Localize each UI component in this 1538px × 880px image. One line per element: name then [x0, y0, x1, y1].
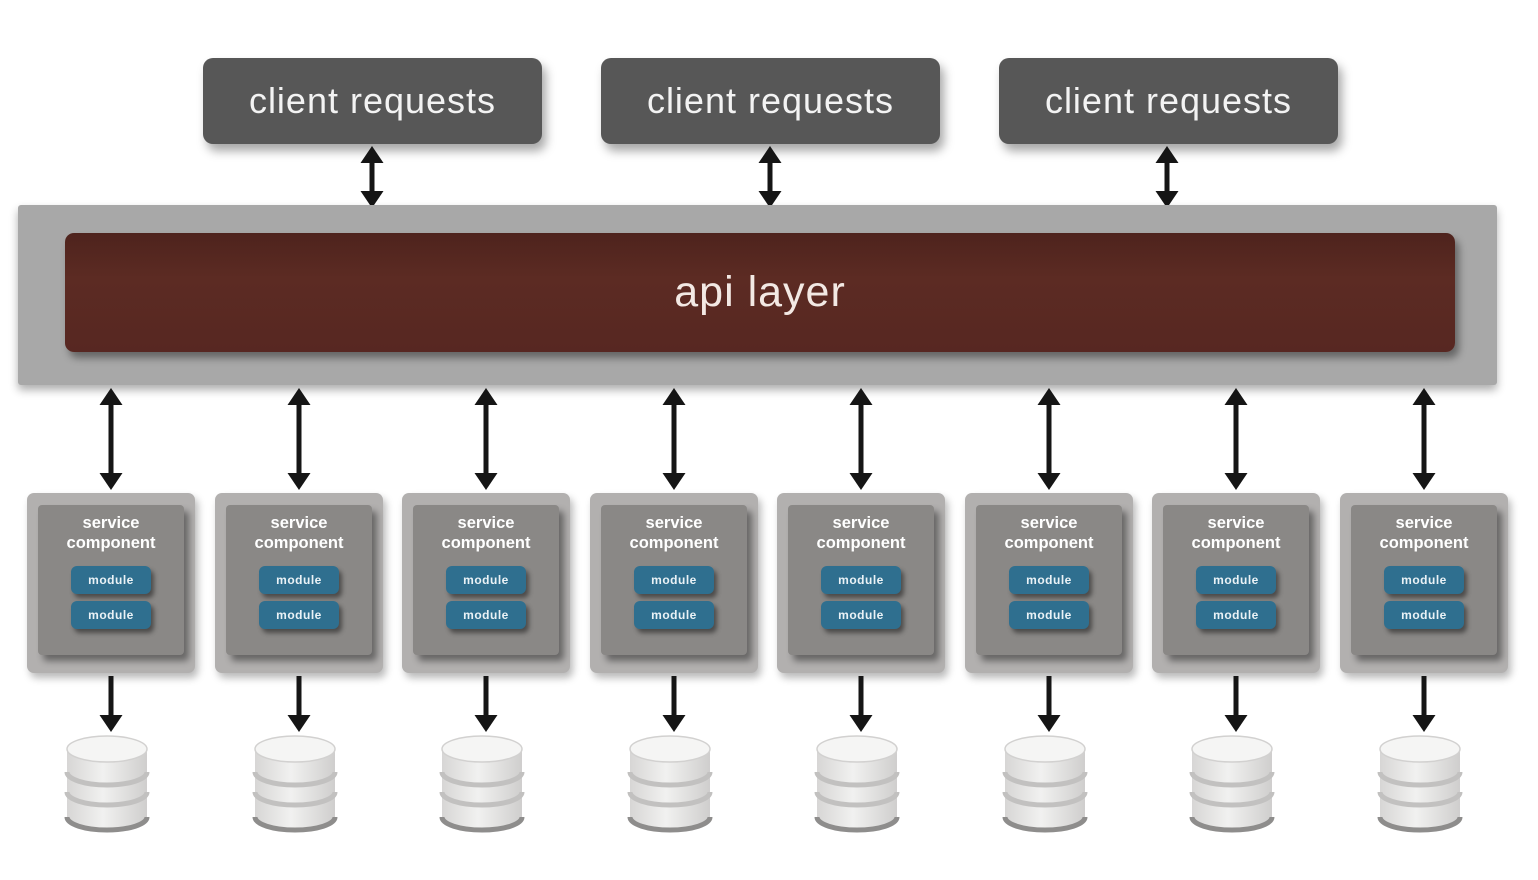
- module-chip: module: [1196, 600, 1276, 629]
- bidirectional-arrow-icon: [471, 388, 501, 490]
- module-chip: module: [1009, 600, 1089, 629]
- service-component-label: service component: [1004, 514, 1094, 552]
- down-arrow-icon: [848, 676, 874, 732]
- module-label: module: [463, 572, 509, 587]
- bidirectional-arrow-icon: [1409, 388, 1439, 490]
- service-component-box: service component module module: [1340, 493, 1508, 673]
- bidirectional-arrow-icon: [1152, 146, 1182, 208]
- database-icon: [811, 732, 903, 834]
- module-chip: module: [259, 565, 339, 594]
- service-component-box: service component module module: [965, 493, 1133, 673]
- service-component-box: service component module module: [215, 493, 383, 673]
- service-component-label: service component: [254, 514, 344, 552]
- service-component-box: service component module module: [590, 493, 758, 673]
- service-component-inner: service component module module: [601, 505, 747, 655]
- database-icon: [436, 732, 528, 834]
- database-icon: [999, 732, 1091, 834]
- module-chip: module: [634, 565, 714, 594]
- bidirectional-arrow-icon: [96, 388, 126, 490]
- module-chip: module: [821, 600, 901, 629]
- database-icon: [249, 732, 341, 834]
- module-chip: module: [71, 600, 151, 629]
- service-component-label: service component: [816, 514, 906, 552]
- service-component-label: service component: [66, 514, 156, 552]
- service-component-inner: service component module module: [1351, 505, 1497, 655]
- service-component-inner: service component module module: [976, 505, 1122, 655]
- bidirectional-arrow-icon: [846, 388, 876, 490]
- module-label: module: [276, 607, 322, 622]
- down-arrow-icon: [473, 676, 499, 732]
- database-icon: [1186, 732, 1278, 834]
- service-component-inner: service component module module: [226, 505, 372, 655]
- module-label: module: [838, 572, 884, 587]
- module-chip: module: [1196, 565, 1276, 594]
- module-chip: module: [71, 565, 151, 594]
- service-component-label: service component: [629, 514, 719, 552]
- api-layer-bar: api layer: [65, 233, 1455, 352]
- down-arrow-icon: [1411, 676, 1437, 732]
- module-label: module: [651, 607, 697, 622]
- module-chip: module: [634, 600, 714, 629]
- module-label: module: [1026, 572, 1072, 587]
- module-label: module: [1026, 607, 1072, 622]
- client-requests-label: client requests: [248, 80, 497, 121]
- service-component-box: service component module module: [402, 493, 570, 673]
- client-requests-label: client requests: [646, 80, 895, 121]
- database-icon: [1374, 732, 1466, 834]
- module-chip: module: [446, 600, 526, 629]
- module-label: module: [88, 607, 134, 622]
- module-label: module: [1213, 572, 1259, 587]
- bidirectional-arrow-icon: [755, 146, 785, 208]
- service-component-inner: service component module module: [788, 505, 934, 655]
- module-label: module: [838, 607, 884, 622]
- bidirectional-arrow-icon: [1034, 388, 1064, 490]
- client-requests-box: client requests: [601, 58, 940, 144]
- module-label: module: [1213, 607, 1259, 622]
- module-chip: module: [446, 565, 526, 594]
- module-chip: module: [259, 600, 339, 629]
- service-component-box: service component module module: [777, 493, 945, 673]
- module-chip: module: [1384, 565, 1464, 594]
- service-component-label: service component: [1191, 514, 1281, 552]
- module-chip: module: [1009, 565, 1089, 594]
- module-label: module: [463, 607, 509, 622]
- bidirectional-arrow-icon: [659, 388, 689, 490]
- api-layer-frame: api layer: [18, 205, 1497, 385]
- database-icon: [624, 732, 716, 834]
- bidirectional-arrow-icon: [357, 146, 387, 208]
- service-component-inner: service component module module: [413, 505, 559, 655]
- service-component-inner: service component module module: [1163, 505, 1309, 655]
- client-requests-label: client requests: [1044, 80, 1293, 121]
- bidirectional-arrow-icon: [284, 388, 314, 490]
- module-chip: module: [821, 565, 901, 594]
- module-label: module: [1401, 607, 1447, 622]
- module-chip: module: [1384, 600, 1464, 629]
- client-requests-box: client requests: [203, 58, 542, 144]
- service-component-inner: service component module module: [38, 505, 184, 655]
- api-layer-label: api layer: [674, 268, 846, 316]
- service-component-label: service component: [441, 514, 531, 552]
- down-arrow-icon: [98, 676, 124, 732]
- down-arrow-icon: [1223, 676, 1249, 732]
- module-label: module: [88, 572, 134, 587]
- down-arrow-icon: [286, 676, 312, 732]
- down-arrow-icon: [1036, 676, 1062, 732]
- bidirectional-arrow-icon: [1221, 388, 1251, 490]
- service-component-box: service component module module: [1152, 493, 1320, 673]
- module-label: module: [1401, 572, 1447, 587]
- module-label: module: [651, 572, 697, 587]
- service-component-box: service component module module: [27, 493, 195, 673]
- down-arrow-icon: [661, 676, 687, 732]
- database-icon: [61, 732, 153, 834]
- client-requests-box: client requests: [999, 58, 1338, 144]
- module-label: module: [276, 572, 322, 587]
- service-component-label: service component: [1379, 514, 1469, 552]
